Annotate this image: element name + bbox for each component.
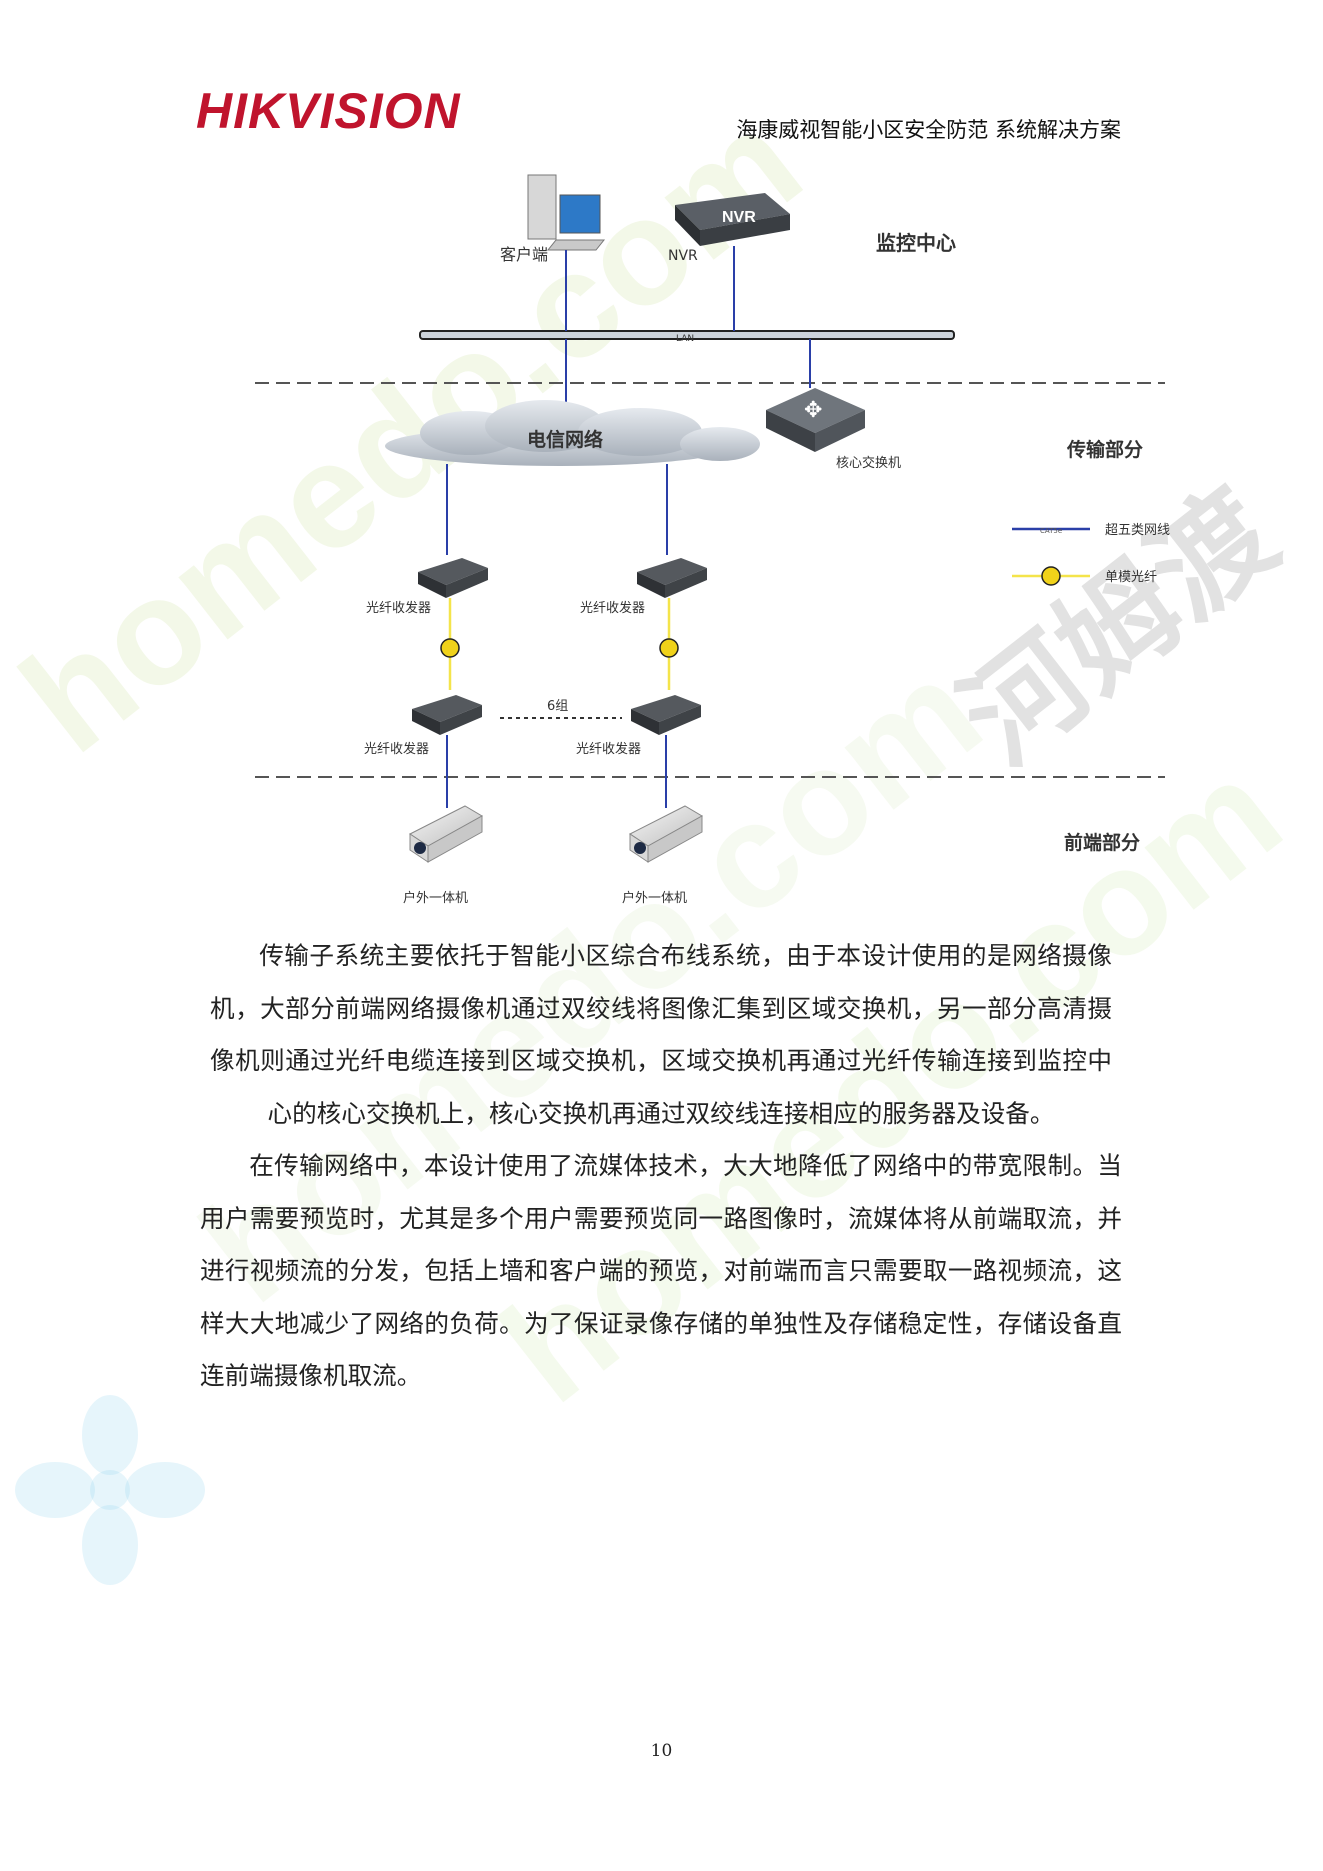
legend-cat5-label: 超五类网线 (1105, 523, 1170, 538)
transceiver-top-right-label: 光纤收发器 (580, 600, 645, 616)
watermark-flower-icon (10, 1390, 210, 1590)
telecom-network-label: 电信网络 (527, 428, 603, 451)
fiber-connector-icon (440, 638, 460, 658)
section-frontend-label: 前端部分 (1064, 831, 1140, 854)
body-text: 传输子系统主要依托于智能小区综合布线系统，由于本设计使用的是网络摄像机，大部分前… (200, 930, 1122, 1403)
outdoor-camera-icon (629, 805, 704, 863)
paragraph-streaming-media: 在传输网络中，本设计使用了流媒体技术，大大地降低了网络中的带宽限制。当用户需要预… (200, 1151, 1122, 1390)
core-switch-label: 核心交换机 (836, 455, 901, 471)
header-title: 海康威视智能小区安全防范 系统解决方案 (736, 118, 1121, 142)
camera-left-label: 户外一体机 (403, 890, 468, 906)
transceiver-bottom-right-label: 光纤收发器 (576, 741, 641, 757)
client-label: 客户端 (500, 245, 548, 264)
paragraph-transport-subsystem: 传输子系统主要依托于智能小区综合布线系统，由于本设计使用的是网络摄像机，大部分前… (210, 941, 1112, 1128)
legend-fiber-icon (1041, 566, 1061, 586)
hikvision-logo: HIKVISION (196, 83, 461, 139)
core-switch-icon: ✥ (766, 388, 865, 452)
transceiver-icon (631, 695, 701, 735)
legend-fiber-label: 单模光纤 (1105, 570, 1157, 585)
nvr-badge: NVR (722, 209, 756, 226)
legend-cat5-tag: CAT5e (1040, 527, 1062, 535)
page-number: 10 (650, 1741, 673, 1761)
nvr-icon (675, 193, 790, 246)
camera-right-label: 户外一体机 (622, 890, 687, 906)
transceiver-icon (418, 558, 488, 598)
outdoor-camera-icon (409, 805, 484, 863)
telecom-cloud-icon (385, 400, 760, 466)
nvr-label: NVR (668, 248, 698, 264)
transceiver-icon (412, 695, 482, 735)
section-center-label: 监控中心 (876, 231, 956, 255)
transceiver-top-left-label: 光纤收发器 (366, 600, 431, 616)
section-transport-label: 传输部分 (1066, 438, 1143, 461)
svg-text:✥: ✥ (804, 398, 822, 423)
transceiver-bottom-left-label: 光纤收发器 (364, 741, 429, 757)
network-diagram: 客户端 NVR NVR 监控中心 LAN 电信网络 (255, 174, 1170, 906)
group-label: 6组 (547, 699, 568, 714)
transceiver-icon (637, 558, 707, 598)
fiber-connector-icon (659, 638, 679, 658)
lan-label: LAN (676, 334, 694, 344)
client-pc-icon (527, 174, 606, 251)
lan-bus (419, 330, 955, 340)
